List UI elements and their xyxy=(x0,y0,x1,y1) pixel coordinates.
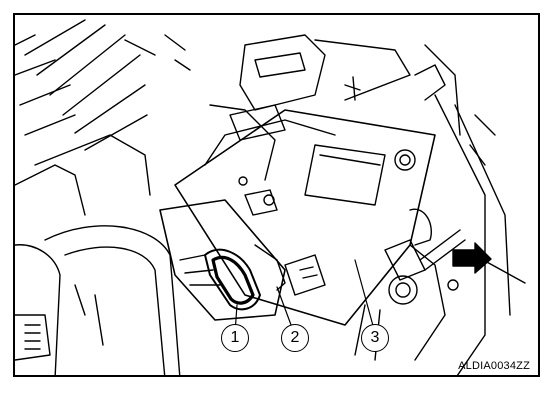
engine-bay-illustration xyxy=(15,19,526,375)
right-harness xyxy=(354,94,511,375)
grille-area xyxy=(15,19,191,216)
figure-code: ALDIA0034ZZ xyxy=(458,360,530,372)
callout-2-label: 2 xyxy=(290,329,300,346)
callout-3-label: 3 xyxy=(370,329,380,346)
callout-1-label: 1 xyxy=(230,329,240,346)
leader-lines xyxy=(234,259,376,334)
ecm-connector xyxy=(159,199,286,321)
upper-brackets xyxy=(209,34,461,181)
intake-duct xyxy=(15,225,181,375)
diagram-frame: 1 2 3 ALDIA0034ZZ xyxy=(13,13,540,377)
callout-1: 1 xyxy=(221,324,249,352)
direction-arrow-icon xyxy=(452,242,526,284)
callout-3: 3 xyxy=(361,324,389,352)
callout-2: 2 xyxy=(281,324,309,352)
ecm-unit xyxy=(174,104,446,361)
